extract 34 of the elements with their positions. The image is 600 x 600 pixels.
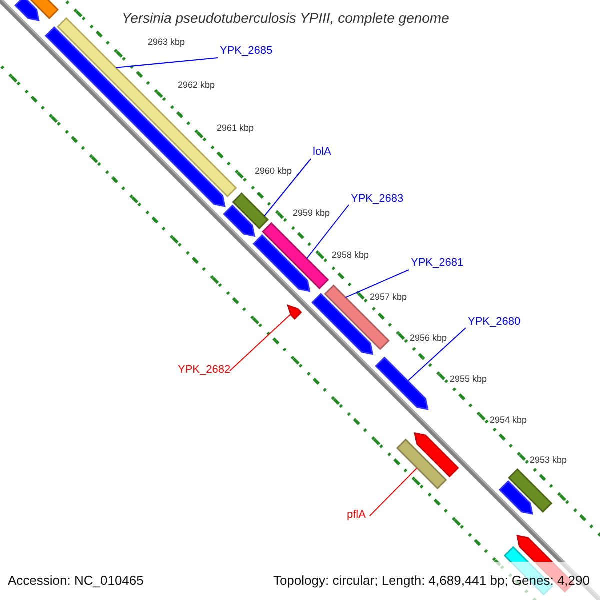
scale-label: 2957 kbp (370, 292, 408, 303)
accession-text: Accession: NC_010465 (8, 573, 144, 589)
scale-label: 2954 kbp (490, 415, 528, 426)
scale-label: 2958 kbp (332, 250, 370, 261)
leader-line (115, 58, 218, 68)
scale-label: 2962 kbp (178, 80, 216, 91)
gene-label: pflA (347, 509, 366, 522)
gene-label: YPK_2681 (411, 257, 464, 270)
gene-label: YPK_2683 (351, 193, 404, 206)
leader-line (230, 314, 292, 372)
gene-bar (286, 304, 302, 320)
gene-bar (396, 438, 448, 490)
scale-label: 2961 kbp (217, 123, 254, 134)
leader-line (306, 204, 350, 260)
leader-line (408, 328, 466, 382)
genome-info-text: Topology: circular; Length: 4,689,441 bp; Genes: 4,290 (273, 573, 590, 589)
scale-label: 2955 kbp (450, 374, 488, 385)
gene-bar (324, 284, 390, 350)
gene-label: YPK_2685 (220, 45, 273, 58)
leader-line (370, 468, 418, 516)
gene-label: lolA (313, 146, 332, 159)
scale-label: 2956 kbp (410, 333, 448, 344)
scale-label: 2960 kbp (255, 166, 292, 177)
gene-label: YPK_2682 (178, 364, 231, 377)
gene-bar (375, 356, 429, 410)
title: Yersinia pseudotuberculosis YPIII, complete genome (122, 9, 450, 28)
gene-label: YPK_2680 (468, 316, 521, 329)
scale-label: 2963 kbp (148, 37, 186, 48)
scale-label: 2953 kbp (530, 455, 568, 466)
gene-bar (262, 222, 330, 290)
leader-line (345, 270, 410, 298)
leader-line (264, 158, 312, 217)
scale-label: 2959 kbp (293, 208, 330, 219)
gene-bar (232, 192, 270, 230)
